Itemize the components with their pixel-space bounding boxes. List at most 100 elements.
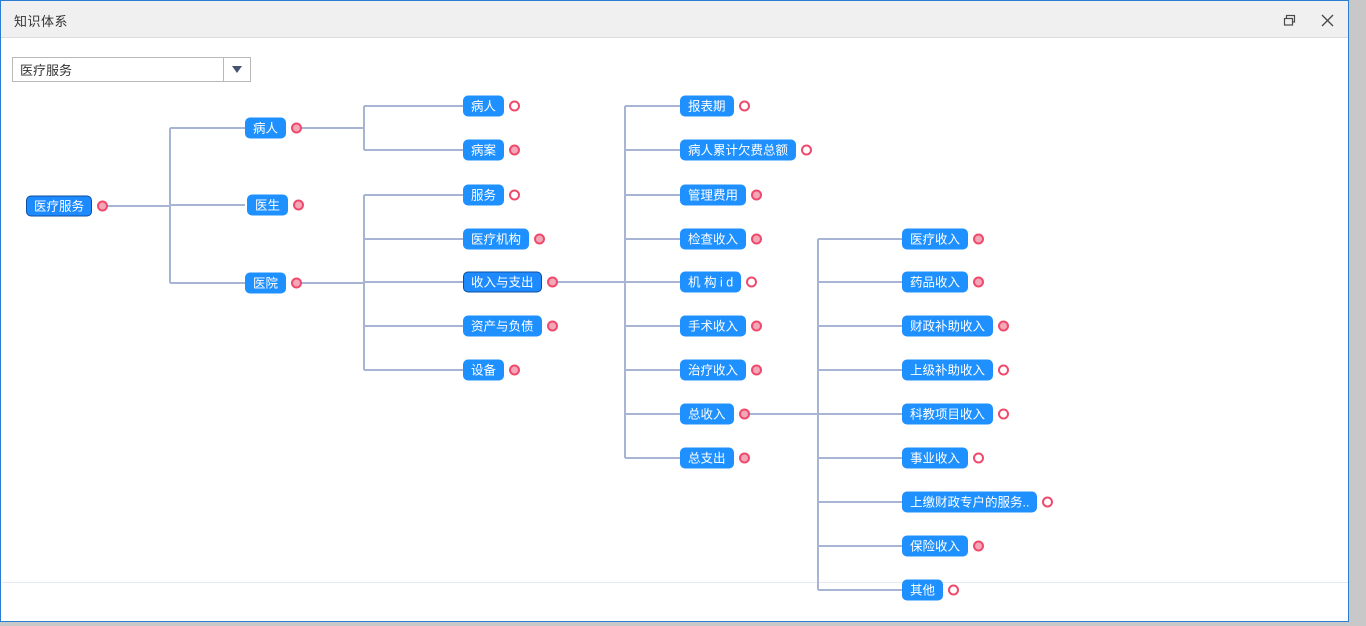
title-bar: 知识体系 — [1, 1, 1348, 38]
tree-node-level4[interactable]: 机 构 i d — [680, 271, 758, 293]
tree-node-level5[interactable]: 药品收入 — [902, 271, 985, 293]
node-label[interactable]: 治疗收入 — [680, 359, 747, 381]
node-toggle-dot[interactable] — [738, 452, 750, 464]
tree-node-level4[interactable]: 手术收入 — [680, 315, 763, 337]
node-label[interactable]: 总支出 — [680, 447, 734, 469]
restore-button[interactable] — [1276, 7, 1302, 33]
node-label[interactable]: 总收入 — [680, 403, 734, 425]
node-toggle-dot[interactable] — [751, 189, 763, 201]
tree-node-level5[interactable]: 上缴财政专户的服务.. — [902, 491, 1054, 513]
tree-node-level5[interactable]: 事业收入 — [902, 447, 985, 469]
tree-node-level4[interactable]: 总收入 — [680, 403, 750, 425]
select-arrow-button[interactable] — [223, 58, 250, 81]
tree-node-level4[interactable]: 总支出 — [680, 447, 750, 469]
node-label[interactable]: 医院 — [245, 272, 287, 294]
tree-node-level5[interactable]: 科教项目收入 — [902, 403, 1010, 425]
node-label[interactable]: 服务 — [463, 184, 505, 206]
close-button[interactable] — [1314, 7, 1340, 33]
node-label[interactable]: 病人 — [245, 117, 287, 139]
tree-node-level2[interactable]: 医生 — [247, 194, 305, 216]
node-label[interactable]: 机 构 i d — [680, 271, 742, 293]
node-toggle-dot[interactable] — [534, 233, 546, 245]
node-toggle-dot[interactable] — [293, 199, 305, 211]
node-label[interactable]: 病人 — [463, 95, 505, 117]
node-label[interactable]: 财政补助收入 — [902, 315, 994, 337]
tree-node-level5[interactable]: 其他 — [902, 579, 960, 601]
chevron-down-icon — [232, 66, 242, 73]
node-toggle-dot[interactable] — [746, 276, 758, 288]
window-title: 知识体系 — [14, 14, 69, 29]
tree-node-level3[interactable]: 服务 — [463, 184, 521, 206]
restore-icon — [1283, 14, 1296, 27]
node-toggle-dot[interactable] — [998, 408, 1010, 420]
node-label[interactable]: 上级补助收入 — [902, 359, 994, 381]
node-label[interactable]: 医生 — [247, 194, 289, 216]
close-icon — [1320, 13, 1335, 28]
node-label[interactable]: 科教项目收入 — [902, 403, 994, 425]
tree-node-level2[interactable]: 医院 — [245, 272, 303, 294]
node-toggle-dot[interactable] — [973, 452, 985, 464]
node-toggle-dot[interactable] — [738, 100, 750, 112]
node-toggle-dot[interactable] — [948, 584, 960, 596]
node-label[interactable]: 医疗收入 — [902, 228, 969, 250]
tree-node-level4[interactable]: 治疗收入 — [680, 359, 763, 381]
tree-node-level3[interactable]: 设备 — [463, 359, 521, 381]
node-label[interactable]: 资产与负债 — [463, 315, 542, 337]
tree-node-level4[interactable]: 报表期 — [680, 95, 750, 117]
tree-node-root[interactable]: 医疗服务 — [26, 195, 109, 217]
node-toggle-dot[interactable] — [973, 276, 985, 288]
node-label[interactable]: 设备 — [463, 359, 505, 381]
node-toggle-dot[interactable] — [998, 364, 1010, 376]
node-toggle-dot[interactable] — [973, 540, 985, 552]
tree-canvas[interactable]: 医疗服务 病人 医生 医院 病人 病案 服务 — [2, 87, 1348, 621]
node-toggle-dot[interactable] — [751, 320, 763, 332]
node-label[interactable]: 收入与支出 — [463, 271, 542, 293]
tree-node-level4[interactable]: 病人累计欠费总额 — [680, 139, 813, 161]
node-toggle-dot[interactable] — [509, 100, 521, 112]
tree-node-level5[interactable]: 上级补助收入 — [902, 359, 1010, 381]
tree-node-level3[interactable]: 病人 — [463, 95, 521, 117]
tree-node-level4[interactable]: 检查收入 — [680, 228, 763, 250]
node-label[interactable]: 管理费用 — [680, 184, 747, 206]
tree-connectors — [98, 105, 902, 591]
tree-node-level5[interactable]: 保险收入 — [902, 535, 985, 557]
node-toggle-dot[interactable] — [738, 408, 750, 420]
toolbar: 医疗服务 — [1, 39, 1348, 94]
node-toggle-dot[interactable] — [546, 320, 558, 332]
knowledge-domain-select[interactable]: 医疗服务 — [12, 57, 251, 82]
tree-node-level2[interactable]: 病人 — [245, 117, 303, 139]
node-label[interactable]: 医疗机构 — [463, 228, 530, 250]
tree-node-level3[interactable]: 医疗机构 — [463, 228, 546, 250]
node-label[interactable]: 事业收入 — [902, 447, 969, 469]
node-toggle-dot[interactable] — [751, 233, 763, 245]
tree-node-level3[interactable]: 病案 — [463, 139, 521, 161]
node-label[interactable]: 医疗服务 — [26, 195, 93, 217]
tree-node-level3[interactable]: 收入与支出 — [463, 271, 558, 293]
node-label[interactable]: 病案 — [463, 139, 505, 161]
node-label[interactable]: 保险收入 — [902, 535, 969, 557]
node-toggle-dot[interactable] — [801, 144, 813, 156]
node-label[interactable]: 检查收入 — [680, 228, 747, 250]
node-label[interactable]: 病人累计欠费总额 — [680, 139, 797, 161]
node-toggle-dot[interactable] — [998, 320, 1010, 332]
node-label[interactable]: 报表期 — [680, 95, 734, 117]
node-label[interactable]: 上缴财政专户的服务.. — [902, 491, 1038, 513]
node-toggle-dot[interactable] — [973, 233, 985, 245]
node-label[interactable]: 手术收入 — [680, 315, 747, 337]
node-label[interactable]: 其他 — [902, 579, 944, 601]
node-label[interactable]: 药品收入 — [902, 271, 969, 293]
tree-node-level5[interactable]: 财政补助收入 — [902, 315, 1010, 337]
node-toggle-dot[interactable] — [1042, 496, 1054, 508]
node-toggle-dot[interactable] — [509, 189, 521, 201]
node-toggle-dot[interactable] — [97, 200, 109, 212]
node-toggle-dot[interactable] — [509, 144, 521, 156]
node-toggle-dot[interactable] — [509, 364, 521, 376]
node-toggle-dot[interactable] — [751, 364, 763, 376]
node-toggle-dot[interactable] — [291, 277, 303, 289]
tree-node-level4[interactable]: 管理费用 — [680, 184, 763, 206]
node-toggle-dot[interactable] — [291, 122, 303, 134]
tree-node-level3[interactable]: 资产与负债 — [463, 315, 558, 337]
tree-node-level5[interactable]: 医疗收入 — [902, 228, 985, 250]
node-toggle-dot[interactable] — [546, 276, 558, 288]
